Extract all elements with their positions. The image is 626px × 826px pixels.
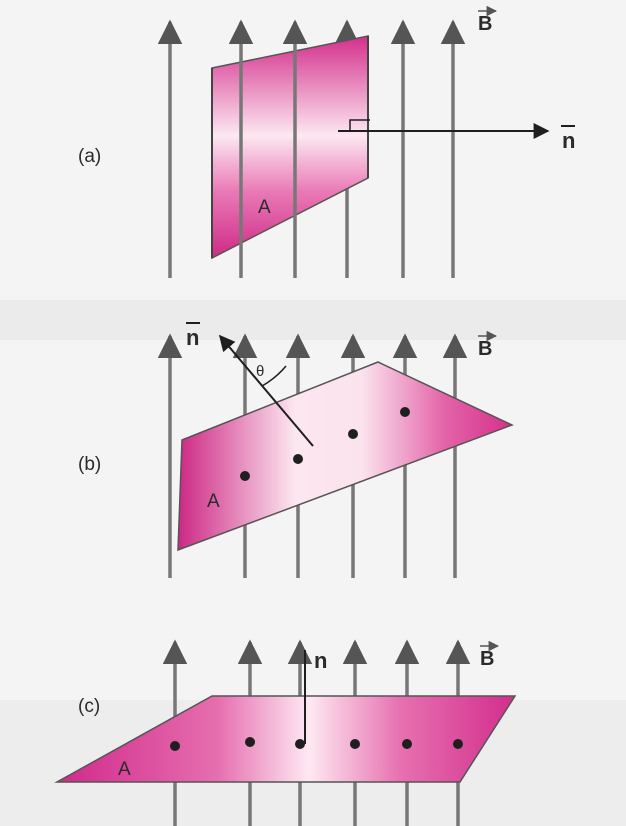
field-label-c: B (480, 648, 494, 670)
area-label-a: A (258, 197, 271, 218)
piercing-points-b (240, 407, 410, 481)
area-label-c: A (118, 759, 131, 780)
area-label-b: A (207, 491, 220, 512)
surface-plate-c (54, 695, 517, 783)
piercing-point (402, 739, 412, 749)
piercing-point (293, 454, 303, 464)
normal-label-c: n (314, 648, 327, 673)
angle-arc (261, 365, 287, 387)
piercing-point (295, 739, 305, 749)
normal-label-b: n (186, 325, 199, 350)
angle-label-theta: θ (256, 363, 264, 380)
surface-plate-a (211, 35, 369, 260)
piercing-point (348, 429, 358, 439)
piercing-point (350, 739, 360, 749)
panel-a: (a) A n B (78, 5, 575, 278)
piercing-points-c (170, 737, 463, 751)
piercing-point (453, 739, 463, 749)
surface-plate-b (177, 361, 514, 552)
piercing-point (170, 741, 180, 751)
field-label-b: B (478, 338, 492, 360)
panel-b: n θ (b) A B (78, 322, 514, 578)
normal-vector-b (218, 334, 314, 447)
field-lines-a-front (228, 19, 308, 278)
field-label-a: B (478, 13, 492, 35)
piercing-point (245, 737, 255, 747)
normal-label-a: n (562, 128, 575, 153)
panel-c: n (c) A B (54, 639, 517, 826)
right-angle-mark (349, 119, 370, 131)
piercing-point (240, 471, 250, 481)
panel-tag-b: (b) (78, 454, 101, 475)
panel-tag-a: (a) (78, 146, 101, 167)
background-band (0, 300, 626, 340)
piercing-point (400, 407, 410, 417)
panel-tag-c: (c) (78, 696, 100, 717)
